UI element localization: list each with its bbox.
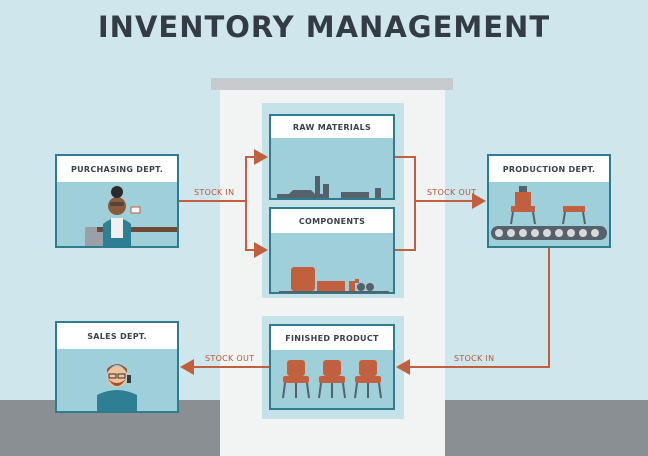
arrow-to-raw-materials — [245, 149, 268, 201]
finished-chairs-illustration — [282, 360, 382, 399]
stock-in-return-label: STOCK IN — [454, 354, 495, 363]
purchasing-dept-box: PURCHASING DEPT. — [55, 154, 179, 248]
components-label: COMPONENTS — [271, 209, 393, 233]
sales-person-illustration — [97, 364, 137, 411]
components-illustration — [279, 267, 389, 293]
sales-dept-label: SALES DEPT. — [57, 323, 177, 349]
stock-in-label: STOCK IN — [194, 188, 235, 197]
page-title: INVENTORY MANAGEMENT — [97, 10, 551, 44]
stock-out-label: STOCK OUT — [427, 188, 477, 197]
purchasing-dept-label: PURCHASING DEPT. — [57, 156, 177, 182]
arrow-raw-to-production — [395, 156, 416, 201]
raw-materials-box: RAW MATERIALS — [269, 114, 395, 200]
production-line-illustration — [491, 186, 607, 240]
finished-product-box: FINISHED PRODUCT — [269, 324, 395, 410]
stock-out-sales-label: STOCK OUT — [205, 354, 255, 363]
arrow-components-to-production — [395, 201, 416, 251]
production-dept-box: PRODUCTION DEPT. — [487, 154, 611, 248]
components-box: COMPONENTS — [269, 207, 395, 294]
arrow-production-to-warehouse — [396, 248, 550, 375]
finished-product-label: FINISHED PRODUCT — [271, 326, 393, 350]
sales-dept-box: SALES DEPT. — [55, 321, 179, 413]
purchasing-person-illustration — [85, 186, 177, 246]
arrow-to-components — [245, 201, 268, 258]
raw-materials-illustration — [277, 176, 381, 198]
warehouse-roof — [211, 78, 453, 90]
production-dept-label: PRODUCTION DEPT. — [489, 156, 609, 182]
raw-materials-label: RAW MATERIALS — [271, 116, 393, 138]
